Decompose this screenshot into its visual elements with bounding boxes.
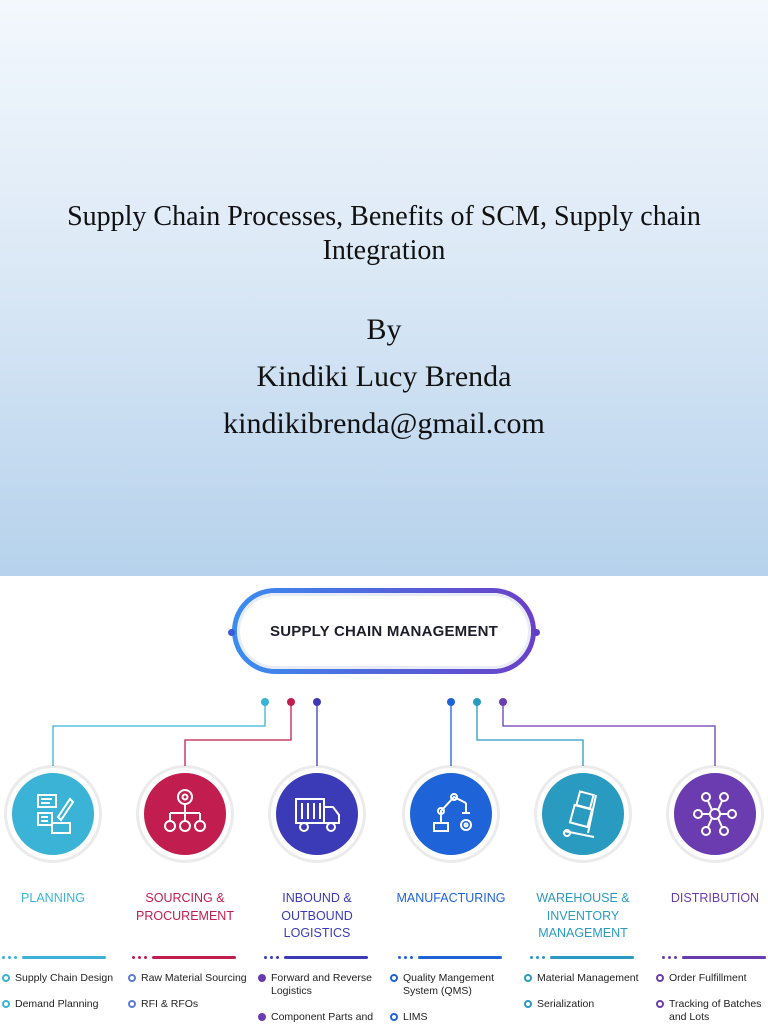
items-distribution: Order Fulfillment Tracking of Batches an… <box>656 972 764 1024</box>
author-name: Kindiki Lucy Brenda <box>256 360 512 393</box>
planning-circle <box>7 768 99 860</box>
slide-title: Supply Chain Processes, Benefits of SCM,… <box>67 201 701 266</box>
items-warehouse: Material Management Serialization <box>524 972 648 1024</box>
list-item: Component Parts and <box>258 1011 374 1024</box>
distribution-circle <box>669 768 761 860</box>
hierarchy-icon <box>164 789 206 832</box>
robot-arm-icon <box>433 793 472 832</box>
network-nodes-icon <box>693 792 737 836</box>
scm-header: SUPPLY CHAIN MANAGEMENT <box>270 622 498 640</box>
list-item: Material Management <box>524 972 648 985</box>
list-item: LIMS <box>390 1011 510 1024</box>
items-manufacturing: Quality Mangement System (QMS) LIMS <box>390 972 510 1024</box>
category-label-planning: PLANNING <box>21 891 85 905</box>
header-dot-right <box>533 629 540 636</box>
header-dot-left <box>228 629 235 636</box>
items-sourcing: Raw Material Sourcing RFI & RFOs <box>128 972 252 1024</box>
logistics-circle <box>271 768 363 860</box>
divider-sourcing <box>132 956 236 959</box>
list-item: Serialization <box>524 998 648 1011</box>
category-label-manufacturing: MANUFACTURING <box>396 891 506 905</box>
connector-lines <box>52 698 716 766</box>
by-label: By <box>366 313 402 346</box>
sourcing-circle <box>139 768 231 860</box>
scm-header-pill: SUPPLY CHAIN MANAGEMENT <box>232 588 536 674</box>
category-label-warehouse: WAREHOUSE & INVENTORY MANAGEMENT <box>536 891 630 940</box>
list-item: Order Fulfillment <box>656 972 764 985</box>
divider-manufacturing <box>398 956 502 959</box>
category-label-distribution: DISTRIBUTION <box>670 891 760 905</box>
title-slide: Supply Chain Processes, Benefits of SCM,… <box>0 0 768 576</box>
manufacturing-circle <box>405 768 497 860</box>
category-label-logistics: INBOUND & OUTBOUND LOGISTICS <box>281 891 353 940</box>
planning-document-icon <box>37 794 75 834</box>
divider-distribution <box>662 956 766 959</box>
truck-icon <box>295 798 340 832</box>
list-item: Quality Mangement System (QMS) <box>390 972 510 998</box>
list-item: RFI & RFOs <box>128 998 252 1011</box>
category-label-sourcing: SOURCING & PROCUREMENT <box>136 891 234 923</box>
author-email: kindikibrenda@gmail.com <box>223 407 545 440</box>
list-item: Demand Planning <box>2 998 126 1011</box>
list-item: Raw Material Sourcing <box>128 972 252 985</box>
list-item: Forward and Reverse Logistics <box>258 972 374 998</box>
list-item: Supply Chain Design <box>2 972 126 985</box>
author-block: By Kindiki Lucy Brenda kindikibrenda@gma… <box>0 306 768 447</box>
divider-warehouse <box>530 956 634 959</box>
items-planning: Supply Chain Design Demand Planning <box>2 972 126 1024</box>
warehouse-circle <box>537 768 629 860</box>
scm-infographic: SUPPLY CHAIN MANAGEMENT <box>0 576 768 1024</box>
items-logistics: Forward and Reverse Logistics Component … <box>258 972 374 1024</box>
divider-logistics <box>264 956 368 959</box>
divider-planning <box>2 956 106 959</box>
list-item: Tracking of Batches and Lots <box>656 998 764 1024</box>
hand-truck-icon <box>563 790 597 838</box>
